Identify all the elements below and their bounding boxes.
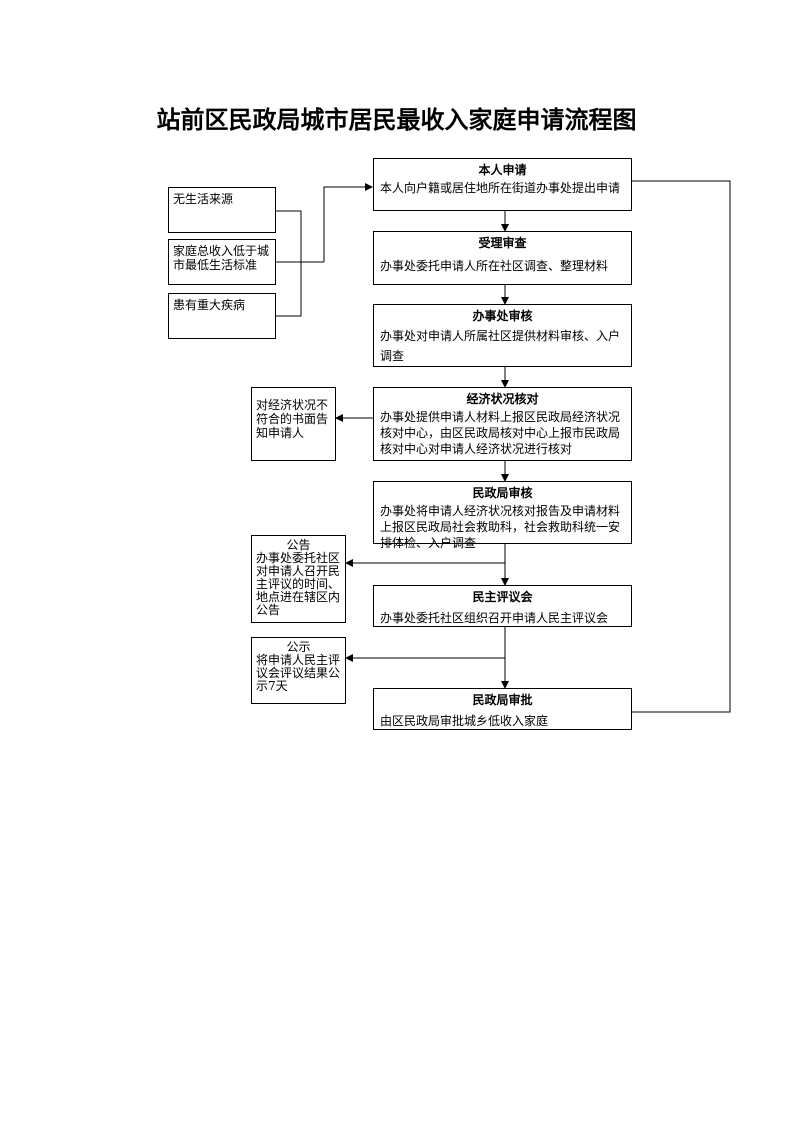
step-body: 本人向户籍或居住地所在街道办事处提出申请 xyxy=(380,181,621,195)
step-bureau-audit: 民政局审核 办事处将申请人经济状况核对报告及申请材料上报区民政局社会救助科，社会… xyxy=(373,481,632,550)
right-loop-line xyxy=(632,180,731,713)
step-body: 办事处将申请人经济状况核对报告及申请材料上报区民政局社会救助科，社会救助科统一安… xyxy=(380,504,621,550)
step-title: 受理审查 xyxy=(478,236,527,250)
notice-body: 办事处委托社区对申请人召开民主评议的时间、地点进在辖区内公告 xyxy=(256,551,341,617)
page-title: 站前区民政局城市居民最收入家庭申请流程图 xyxy=(156,105,637,134)
step-economic-check: 经济状况核对 办事处提供申请人材料上报区民政局经济状况核对中心，由区民政局核对中… xyxy=(373,387,632,461)
step-title: 民政局审批 xyxy=(472,693,533,707)
condition-label: 无生活来源 xyxy=(173,192,234,206)
condition-serious-illness: 患有重大疾病 xyxy=(168,293,276,339)
step-title: 民政局审核 xyxy=(472,486,533,500)
notice-announcement: 公告 办事处委托社区对申请人召开民主评议的时间、地点进在辖区内公告 xyxy=(251,535,346,623)
conditions-bracket xyxy=(276,210,302,317)
step-apply: 本人申请 本人向户籍或居住地所在街道办事处提出申请 xyxy=(373,158,632,211)
notice-body: 对经济状况不符合的书面告知申请人 xyxy=(256,398,329,440)
step-title: 本人申请 xyxy=(478,163,527,177)
condition-low-income: 家庭总收入低于城市最低生活标准 xyxy=(168,239,276,285)
notice-rejection: 对经济状况不符合的书面告知申请人 xyxy=(251,387,336,461)
step-office-audit: 办事处审核 办事处对申请人所属社区提供材料审核、入户调查 xyxy=(373,304,632,367)
notice-title: 公告 xyxy=(286,538,311,552)
step-bureau-approval: 民政局审批 由区民政局审批城乡低收入家庭 xyxy=(373,688,632,730)
step-body: 由区民政局审批城乡低收入家庭 xyxy=(380,714,549,728)
step-body: 办事处提供申请人材料上报区民政局经济状况核对中心，由区民政局核对中心上报市民政局… xyxy=(380,410,621,456)
step-acceptance-review: 受理审查 办事处委托申请人所在社区调查、整理材料 xyxy=(373,231,632,285)
step-title: 民主评议会 xyxy=(472,590,533,604)
step-body: 办事处委托申请人所在社区调查、整理材料 xyxy=(380,259,609,273)
notice-title: 公示 xyxy=(286,640,311,654)
condition-label: 患有重大疾病 xyxy=(173,298,246,312)
step-democratic-review: 民主评议会 办事处委托社区组织召开申请人民主评议会 xyxy=(373,585,632,627)
condition-no-income-source: 无生活来源 xyxy=(168,187,276,233)
notice-body: 将申请人民主评议会评议结果公示7天 xyxy=(256,653,341,693)
step-title: 经济状况核对 xyxy=(466,392,539,406)
notice-publicity: 公示 将申请人民主评议会评议结果公示7天 xyxy=(251,637,346,704)
step-body: 办事处委托社区组织召开申请人民主评议会 xyxy=(380,611,609,625)
step-title: 办事处审核 xyxy=(472,309,533,323)
conditions-to-apply-arrow xyxy=(323,183,373,262)
condition-label: 家庭总收入低于城市最低生活标准 xyxy=(173,244,270,272)
step-body: 办事处对申请人所属社区提供材料审核、入户调查 xyxy=(380,329,621,363)
